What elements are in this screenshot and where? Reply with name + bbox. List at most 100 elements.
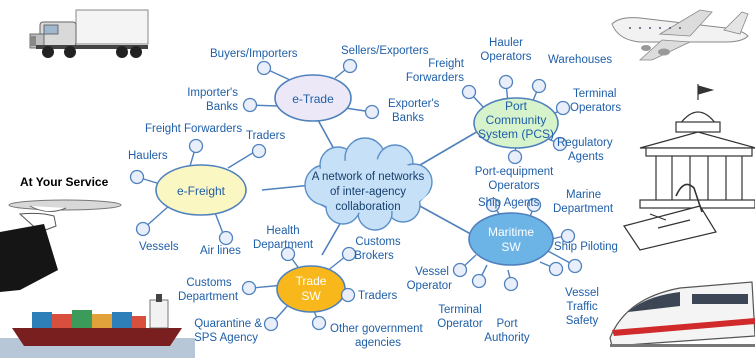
leaf-labels: Buyers/Importers Sellers/Exporters Impor… bbox=[128, 37, 621, 349]
node-sellers bbox=[342, 58, 358, 74]
label-terminal-ops-2: Operators bbox=[570, 102, 621, 114]
label-marine-1: Marine bbox=[566, 189, 601, 201]
label-vessel-operator-2: Operator bbox=[407, 280, 453, 292]
label-importers-banks-2: Banks bbox=[206, 101, 238, 113]
label-other-gov-2: agencies bbox=[355, 337, 401, 349]
label-customs-dept-2: Department bbox=[178, 291, 239, 303]
node-vessels bbox=[135, 221, 151, 237]
node-port-equipment bbox=[507, 149, 523, 165]
label-vtraffic-2: Traffic bbox=[566, 301, 598, 313]
hub-efreight-label: e-Freight bbox=[177, 184, 226, 198]
node-ship-piloting-2 bbox=[567, 258, 583, 274]
label-port-equipment-1: Port-equipment bbox=[475, 166, 554, 178]
hub-etrade-label: e-Trade bbox=[292, 92, 334, 106]
hub-trade-line-2: SW bbox=[301, 289, 321, 303]
node-haulers bbox=[129, 169, 145, 185]
hub-maritime-line-2: SW bbox=[501, 240, 521, 254]
node-vessel-operator bbox=[452, 262, 468, 278]
node-vessel-traffic bbox=[548, 261, 564, 277]
label-quarantine-1: Quarantine & bbox=[194, 318, 262, 330]
node-freight-forwarders bbox=[188, 138, 204, 154]
label-hauler-ops-1: Hauler bbox=[489, 37, 523, 49]
label-ship-piloting: Ship Piloting bbox=[554, 241, 618, 253]
label-freight-forwarders: Freight Forwarders bbox=[145, 123, 242, 135]
label-pcs-freight-1: Freight bbox=[428, 58, 465, 70]
label-hauler-ops-2: Operators bbox=[480, 51, 531, 63]
label-health-1: Health bbox=[266, 225, 299, 237]
at-your-service-label: At Your Service bbox=[20, 175, 109, 189]
node-pcs-freight-forwarders bbox=[461, 84, 477, 100]
hub-pcs-line-1: Port bbox=[505, 99, 528, 113]
label-exporters-banks-2: Banks bbox=[392, 112, 424, 124]
node-health-department bbox=[280, 246, 296, 262]
node-traders-top bbox=[251, 143, 267, 159]
node-customs-brokers bbox=[341, 246, 357, 262]
label-health-2: Department bbox=[253, 239, 314, 251]
bullet-train-icon bbox=[609, 281, 755, 347]
label-vtraffic-3: Safety bbox=[566, 315, 599, 327]
hub-pcs-line-3: System (PCS) bbox=[478, 127, 554, 141]
node-importers-banks bbox=[242, 97, 258, 113]
label-airlines: Air lines bbox=[200, 245, 241, 257]
hub-maritime-line-1: Maritime bbox=[488, 225, 534, 239]
label-vessels: Vessels bbox=[139, 241, 179, 253]
hub-pcs: Port Community System (PCS) bbox=[473, 97, 559, 149]
label-terminal-ops-1: Terminal bbox=[573, 88, 616, 100]
label-regulatory-1: Regulatory bbox=[557, 137, 613, 149]
label-pcs-freight-2: Forwarders bbox=[406, 72, 464, 84]
label-marine-2: Department bbox=[553, 203, 614, 215]
center-text-line-2: of inter-agency bbox=[330, 186, 406, 198]
label-port-authority-1: Port bbox=[496, 318, 518, 330]
label-ship-agents: Ship Agents bbox=[478, 197, 540, 209]
node-port-authority bbox=[503, 276, 519, 292]
label-customs-dept-1: Customs bbox=[186, 277, 232, 289]
node-hauler-operators bbox=[498, 74, 514, 90]
leaf-nodes bbox=[129, 58, 583, 332]
hub-pcs-line-2: Community bbox=[486, 113, 547, 127]
node-regulatory-agents bbox=[552, 136, 568, 152]
truck-icon bbox=[29, 9, 149, 58]
hub-maritime: Maritime SW bbox=[468, 212, 554, 266]
label-customs-brokers-1: Customs bbox=[355, 236, 401, 248]
label-regulatory-2: Agents bbox=[568, 151, 604, 163]
label-port-equipment-2: Operators bbox=[488, 180, 539, 192]
node-quarantine bbox=[263, 316, 279, 332]
label-exporters-banks-1: Exporter's bbox=[388, 98, 440, 110]
node-exporters-banks bbox=[364, 104, 380, 120]
label-warehouses: Warehouses bbox=[548, 54, 612, 66]
label-terminal-operator-1: Terminal bbox=[438, 304, 481, 316]
node-traders-bottom bbox=[340, 287, 356, 303]
node-airlines bbox=[218, 230, 234, 246]
hub-efreight: e-Freight bbox=[155, 164, 247, 216]
node-warehouses bbox=[531, 78, 547, 94]
label-traders-bottom: Traders bbox=[358, 290, 397, 302]
label-traders-top: Traders bbox=[246, 130, 285, 142]
label-vtraffic-1: Vessel bbox=[565, 287, 599, 299]
node-marine-department bbox=[526, 197, 542, 213]
node-terminal-operator bbox=[471, 273, 487, 289]
label-importers-banks-1: Importer's bbox=[187, 87, 238, 99]
node-customs-department bbox=[241, 280, 257, 296]
node-terminal-operators-pcs bbox=[555, 100, 571, 116]
node-ship-piloting bbox=[560, 228, 576, 244]
label-customs-brokers-2: Brokers bbox=[354, 250, 394, 262]
center-text-line-3: collaboration bbox=[335, 201, 400, 213]
label-quarantine-2: SPS Agency bbox=[194, 332, 258, 344]
label-sellers: Sellers/Exporters bbox=[341, 45, 429, 57]
label-other-gov-1: Other government bbox=[330, 323, 423, 335]
serving-tray-icon bbox=[0, 199, 122, 292]
label-haulers: Haulers bbox=[128, 150, 168, 162]
label-terminal-operator-2: Operator bbox=[437, 318, 483, 330]
label-vessel-operator-1: Vessel bbox=[415, 266, 449, 278]
hub-trade-line-1: Trade bbox=[296, 274, 327, 288]
node-other-gov bbox=[311, 315, 327, 331]
hub-trade-sw: Trade SW bbox=[276, 265, 346, 313]
cargo-ship-icon bbox=[0, 294, 195, 358]
node-buyers bbox=[256, 60, 272, 76]
node-ship-agents bbox=[485, 197, 501, 213]
label-buyers: Buyers/Importers bbox=[210, 48, 298, 60]
label-port-authority-2: Authority bbox=[484, 332, 530, 344]
government-building-icon bbox=[623, 84, 755, 251]
